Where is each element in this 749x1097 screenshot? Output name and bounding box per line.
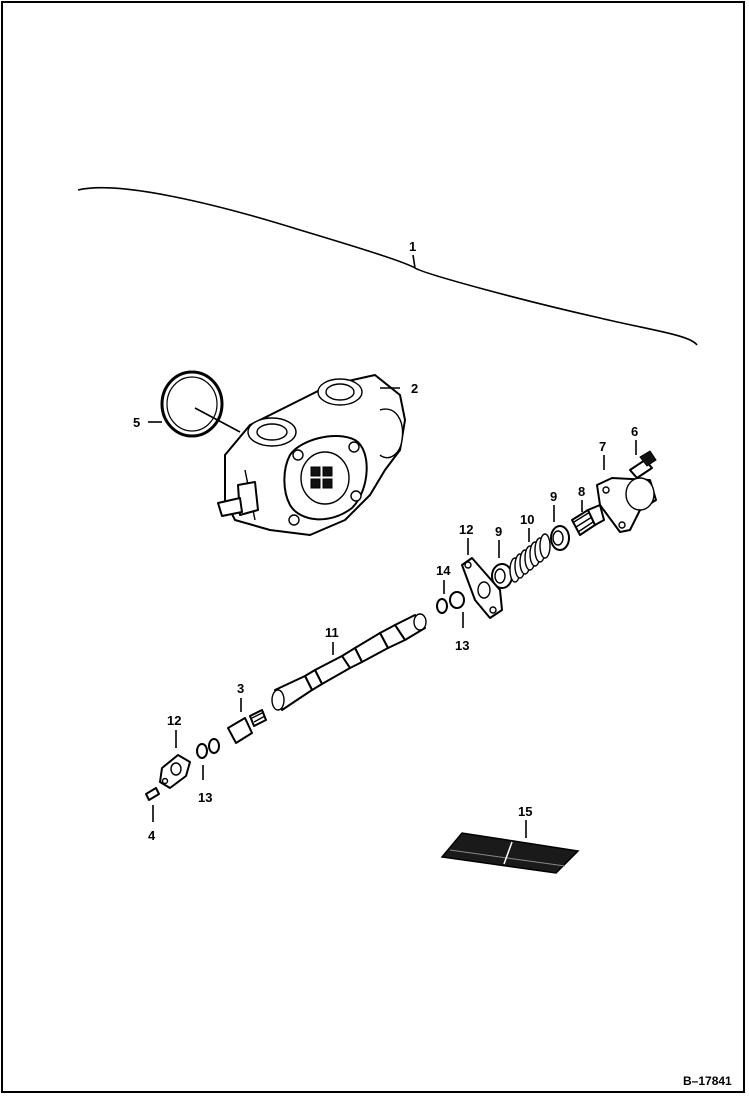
small-screw-part [145, 787, 160, 801]
callout-11: 11 [325, 625, 339, 640]
cap-screw-part [629, 450, 657, 479]
callout-8: 8 [578, 484, 585, 499]
callout-13a: 13 [198, 790, 212, 805]
callout-9b: 9 [550, 489, 557, 504]
callout-line-5b [194, 407, 241, 433]
callout-12a: 12 [167, 713, 181, 728]
callout-3: 3 [237, 681, 244, 696]
seal-right-part [449, 591, 465, 609]
callout-2: 2 [411, 381, 418, 396]
spring-part [509, 533, 551, 583]
spool-end-fitting-part [227, 709, 267, 744]
callout-7: 7 [599, 439, 606, 454]
assembly-bracket-line [77, 187, 698, 346]
callout-line-1 [412, 254, 416, 269]
plate-right-part [461, 557, 503, 619]
callout-15: 15 [518, 804, 532, 819]
spring-seat-right-part [550, 525, 570, 551]
callout-6: 6 [631, 424, 638, 439]
decal-part [440, 832, 580, 874]
callout-10: 10 [520, 512, 534, 527]
figure-id: B–17841 [683, 1074, 732, 1088]
end-cap-part [596, 477, 657, 533]
spool-part [271, 613, 427, 711]
callout-13b: 13 [455, 638, 469, 653]
callout-5: 5 [133, 415, 140, 430]
o-ring-part [160, 370, 224, 438]
callout-1: 1 [409, 239, 416, 254]
valve-body-part [217, 374, 406, 536]
plate-left-part [159, 754, 191, 789]
callout-14: 14 [436, 563, 451, 578]
callout-12b: 12 [459, 522, 473, 537]
seal-left-part [196, 738, 220, 759]
wiper-ring-part [436, 598, 448, 614]
spring-seat-left-part [491, 563, 513, 589]
callout-9a: 9 [495, 524, 502, 539]
callout-4: 4 [148, 828, 156, 843]
bolt-part [571, 504, 605, 536]
